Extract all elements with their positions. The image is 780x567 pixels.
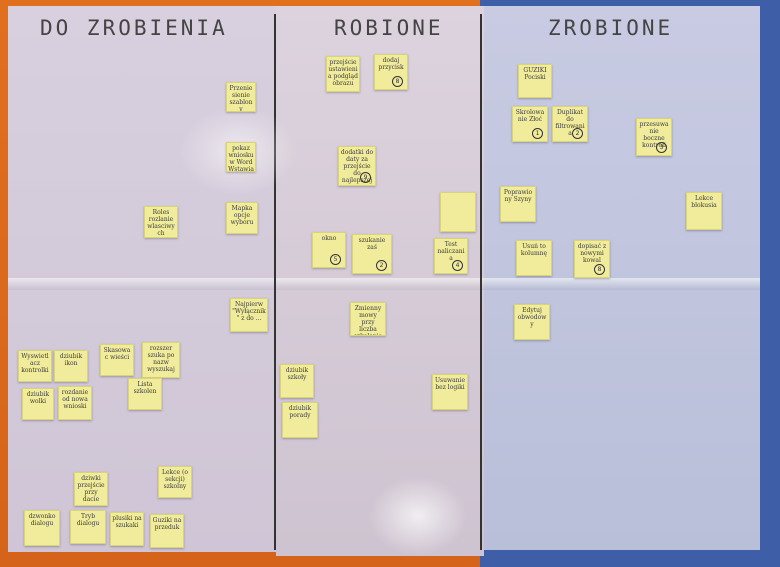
task-number-badge: 5: [330, 254, 341, 265]
sticky-note: rozszer szuka po nazw wyszukaj: [142, 342, 180, 378]
sticky-note: [440, 192, 476, 232]
sticky-note-text: Najpierw "Wyłącznik" z do ...: [232, 301, 266, 322]
sheet-fold: [8, 278, 760, 290]
sticky-note: plusiki na szukaki: [110, 512, 144, 546]
sticky-note-text: dzwonko dialogu: [28, 513, 56, 527]
task-number-badge: 8: [594, 264, 605, 275]
sticky-note: dziubik porady: [282, 402, 318, 438]
sticky-note: dzwonko dialogu: [24, 510, 60, 546]
sticky-note: przejście ustawienia podgląd obrazu: [326, 56, 360, 92]
sticky-note: Mapka opcje wyboru: [226, 202, 258, 234]
sticky-note: szukanie zaś 2: [352, 234, 392, 274]
sticky-note-text: Duplikat do filtrowania: [555, 109, 585, 137]
task-number-badge: 2: [572, 128, 583, 139]
sticky-note-text: Wyswietlacz kontrolki: [21, 353, 49, 374]
sticky-note: rozdanie od nowa wnioski: [58, 386, 92, 420]
sticky-note: Poprawiony Szyny: [500, 186, 536, 222]
task-number-badge: 3: [656, 142, 667, 153]
sticky-note-text: dziubik szkoły: [285, 367, 309, 381]
sticky-note: Roles rozlanie wlasciwych: [144, 206, 178, 238]
sticky-note: okno 5: [312, 232, 346, 268]
sticky-note-text: plusiki na szukaki: [112, 515, 142, 529]
sticky-note: Najpierw "Wyłącznik" z do ...: [230, 298, 268, 332]
column-heading-todo: DO ZROBIENIA: [40, 16, 228, 40]
sticky-note-text: Poprawiony Szyny: [503, 189, 533, 203]
sticky-note-text: [441, 193, 475, 197]
sticky-note: Skasowac wieści: [100, 344, 134, 376]
sticky-note-text: dziubik ikon: [59, 353, 83, 367]
sticky-note-text: szukanie zaś: [358, 237, 386, 251]
sticky-note: dodaj przycisk 8: [374, 54, 408, 90]
sticky-note: dziubik ikon: [54, 350, 88, 382]
sticky-note-text: dziubik porady: [288, 405, 312, 419]
sticky-note-text: Edytuj obwodowy: [517, 307, 547, 328]
light-glare: [368, 476, 468, 556]
sticky-note-text: Skasowac wieści: [103, 347, 131, 361]
sticky-note-text: dopisać z nowymi kowal: [577, 243, 607, 264]
sticky-note: Usuń to kolumnę: [516, 240, 552, 276]
sticky-note-text: dziubik wolki: [26, 391, 50, 405]
sticky-note-text: Test naliczania: [437, 241, 465, 262]
sticky-note-text: dodaj przycisk: [378, 57, 404, 71]
sticky-note-text: rozszer szuka po nazw wyszukaj: [147, 345, 175, 373]
task-number-badge: 4: [452, 260, 463, 271]
sticky-note: Wyswietlacz kontrolki: [18, 350, 52, 382]
sticky-note: Lekce blokusia: [686, 192, 722, 230]
task-number-badge: 9: [360, 172, 371, 183]
sticky-note-text: przesuwanie boczne kontroli: [639, 121, 669, 149]
sticky-note-text: Mapka opcje wyboru: [230, 205, 254, 226]
sticky-note-text: Lekce (o sekcji) szkolny: [162, 469, 188, 490]
sticky-note-text: Skrolowanie Złoć: [515, 109, 545, 123]
sticky-note-text: Guziki na przeduk: [152, 517, 182, 531]
sticky-note-text: Lekce blokusia: [691, 195, 717, 209]
sticky-note: Usuwanie bez logiki: [432, 374, 468, 410]
column-divider: [480, 14, 482, 550]
task-number-badge: 1: [532, 128, 543, 139]
sticky-note: Lista szkolen: [128, 378, 162, 410]
sticky-note-text: Tryb dialogu: [76, 513, 100, 527]
sticky-note: dziwki przejście przy dacie: [74, 472, 108, 506]
sticky-note-text: pokaz wniosku w Word Wstawianie: [228, 145, 254, 172]
sticky-note: pokaz wniosku w Word Wstawianie: [226, 142, 256, 172]
sticky-note: Guziki na przeduk: [150, 514, 184, 548]
sticky-note-text: Usuń to kolumnę: [520, 243, 548, 257]
task-number-badge: 8: [392, 76, 403, 87]
task-number-badge: 2: [376, 260, 387, 271]
sticky-note: dziubik wolki: [22, 388, 54, 420]
column-divider: [274, 14, 276, 550]
sticky-note-text: Usuwanie bez logiki: [434, 377, 466, 391]
sticky-note: GUZIKI Pociski: [518, 64, 552, 98]
sticky-note: Lekce (o sekcji) szkolny: [158, 466, 192, 498]
sticky-note: Zmienny mowy przy liczba szkolenia: [350, 302, 386, 336]
sticky-note-text: Zmienny mowy przy liczba szkolenia: [354, 305, 382, 335]
sticky-note: dodatki do daty za przejście do najlepsz…: [338, 146, 376, 186]
sticky-note-text: Roles rozlanie wlasciwych: [147, 209, 175, 237]
sticky-note: dziubik szkoły: [280, 364, 314, 398]
sticky-note: Przeniesienie szablony wnioskow: [226, 82, 256, 112]
sticky-note-text: Lista szkolen: [133, 381, 157, 395]
sticky-note-text: GUZIKI Pociski: [523, 67, 547, 81]
sticky-note-text: Przeniesienie szablony wnioskow: [229, 85, 253, 112]
column-heading-in-progress: ROBIONE: [334, 16, 444, 40]
sticky-note-text: dodatki do daty za przejście do najlepsz…: [340, 149, 374, 184]
kanban-board: DO ZROBIENIA ROBIONE ZROBIONE Przeniesie…: [8, 6, 770, 556]
column-heading-done: ZROBIONE: [548, 16, 674, 40]
sticky-note-text: okno: [321, 235, 337, 242]
sticky-note-text: dziwki przejście przy dacie: [77, 475, 105, 503]
sticky-note: Edytuj obwodowy: [514, 304, 550, 340]
sticky-note: Tryb dialogu: [70, 510, 106, 544]
sticky-note: Skrolowanie Złoć 1: [512, 106, 548, 142]
sticky-note-text: rozdanie od nowa wnioski: [61, 389, 89, 410]
sticky-note-text: przejście ustawienia podgląd obrazu: [328, 59, 358, 87]
